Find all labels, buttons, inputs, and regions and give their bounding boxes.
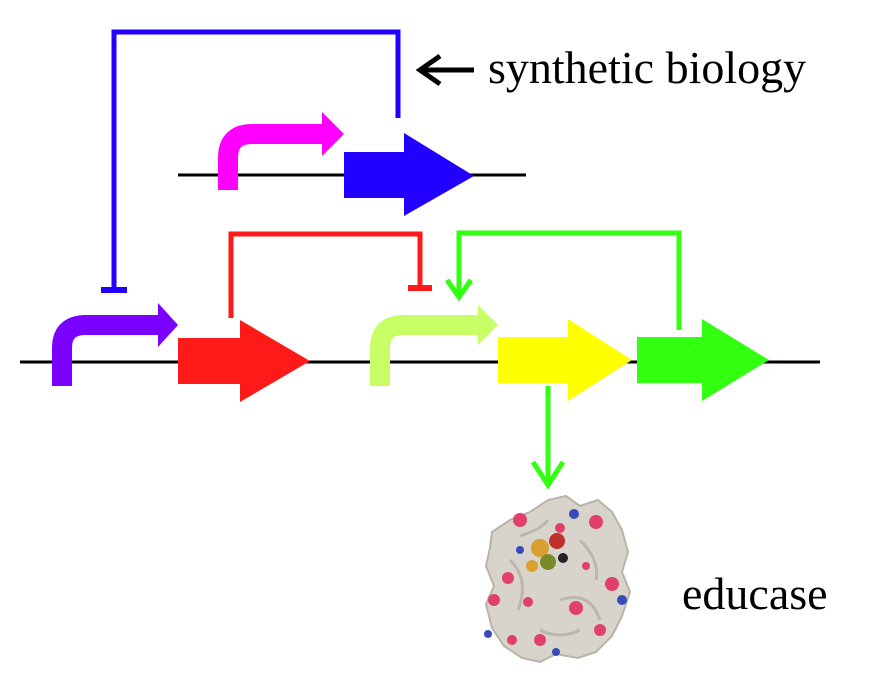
magenta-promoter bbox=[218, 112, 344, 190]
left-arrow-icon bbox=[415, 53, 474, 87]
synthetic-biology-label: synthetic biology bbox=[488, 42, 807, 93]
green-gene bbox=[637, 319, 769, 401]
blue-gene bbox=[344, 133, 474, 216]
red-repression-link bbox=[228, 231, 432, 318]
lower-construct bbox=[20, 303, 820, 402]
expression-arrow bbox=[530, 386, 566, 490]
green-activation-link bbox=[444, 230, 682, 330]
upper-construct bbox=[178, 112, 526, 216]
light-green-promoter bbox=[370, 305, 498, 386]
educase-label: educase bbox=[682, 568, 828, 619]
purple-promoter bbox=[52, 303, 178, 386]
red-gene bbox=[178, 320, 310, 402]
yellow-gene bbox=[498, 319, 632, 401]
blue-repression-link bbox=[101, 29, 401, 293]
protein-structure-icon bbox=[484, 494, 632, 664]
